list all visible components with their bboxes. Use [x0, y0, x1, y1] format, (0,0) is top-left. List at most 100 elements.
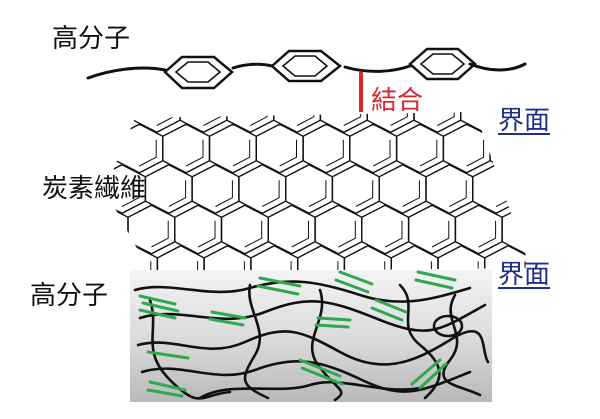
lattice-double-bond	[274, 261, 292, 272]
fiber-segment	[138, 294, 177, 306]
fiber-segment	[141, 301, 180, 313]
lattice-double-bond	[197, 220, 216, 248]
lattice-double-bond	[105, 139, 110, 167]
lattice-double-bond	[262, 180, 280, 207]
lattice-double-bond	[279, 139, 297, 167]
lattice-double-bond	[185, 139, 204, 167]
lattice-double-bond	[127, 59, 144, 85]
lattice-hexagon	[390, 244, 439, 272]
lattice-hexagon	[156, 244, 205, 272]
lattice-double-bond	[338, 220, 356, 248]
lattice-hexagon	[518, 163, 530, 215]
lattice-double-bond	[507, 261, 526, 272]
benzene-ring-3	[408, 47, 477, 81]
polymer-chain-strand	[148, 298, 232, 400]
lattice-double-bond	[414, 261, 432, 272]
fiber-segment	[338, 270, 374, 286]
lattice-double-bond	[520, 342, 537, 368]
lattice-double-bond	[232, 139, 251, 167]
lattice-double-bond	[495, 180, 514, 207]
lattice-double-bond	[372, 139, 391, 167]
polymer-chain-strand	[136, 330, 490, 366]
fiber-segment	[418, 362, 448, 390]
fiber-segment	[334, 278, 370, 294]
fiber-segment	[314, 323, 350, 329]
lattice-double-bond	[543, 180, 560, 206]
polymer-chain-strand	[310, 288, 343, 402]
polymer-loop	[432, 314, 464, 338]
lattice-double-bond	[63, 99, 80, 125]
fiber-segment	[374, 298, 408, 314]
lattice-double-bond	[466, 139, 485, 167]
lattice-hexagon	[561, 286, 600, 335]
lattice-double-bond	[550, 383, 567, 409]
carbon-fiber-label: 炭素繊維	[42, 174, 147, 204]
polymer-chain-strand	[398, 283, 441, 400]
fiber-segment	[208, 317, 245, 327]
lattice-double-bond	[525, 220, 530, 248]
polymer-bottom-label: 高分子	[30, 281, 109, 311]
fiber-segment	[410, 358, 442, 386]
lattice-double-bond	[596, 383, 600, 409]
lattice-double-bond	[109, 112, 128, 126]
lattice-hexagon	[437, 244, 486, 272]
fiber-segment	[370, 306, 404, 322]
polymer-chain-strand	[133, 280, 472, 303]
lattice-double-bond	[296, 112, 315, 126]
lattice-double-bond	[567, 342, 584, 368]
lattice-double-bond	[244, 220, 263, 248]
lattice-double-bond	[320, 261, 339, 272]
lattice-double-bond	[326, 139, 344, 167]
interface-top-label: 界面	[498, 106, 551, 136]
short-fiber-segments	[138, 270, 457, 398]
lattice-hexagon	[203, 244, 252, 272]
fiber-segment	[414, 278, 454, 290]
lattice-double-bond	[291, 220, 309, 248]
lattice-double-bond	[250, 112, 268, 126]
polymer-chain-strand	[138, 299, 487, 332]
lattice-double-bond	[215, 180, 233, 207]
lattice-double-bond	[203, 112, 221, 126]
lattice-double-bond	[548, 59, 565, 85]
lattice-double-bond	[139, 139, 157, 167]
lattice-double-bond	[151, 220, 169, 248]
fiber-segment	[416, 270, 457, 282]
fiber-segment	[146, 388, 184, 398]
lattice-double-bond	[367, 261, 386, 272]
fiber-segment	[256, 284, 300, 296]
lattice-hexagon	[525, 43, 572, 92]
interface-bottom-label: 界面	[498, 260, 551, 290]
fiber-segment	[316, 316, 352, 322]
fiber-segment	[300, 366, 344, 386]
lattice-double-bond	[343, 112, 362, 126]
benzene-ring-1	[163, 55, 234, 90]
lattice-hexagon	[105, 123, 117, 174]
polymer-chain	[86, 62, 527, 80]
lattice-double-bond	[105, 220, 122, 248]
fiber-segment	[210, 310, 247, 320]
fiber-segment	[146, 350, 190, 360]
lattice-double-bond	[390, 112, 408, 126]
fiber-segment	[298, 358, 342, 378]
lattice-double-bond	[502, 59, 519, 85]
lattice-double-bond	[538, 302, 555, 328]
lattice-hexagon	[105, 112, 135, 134]
lattice-double-bond	[431, 220, 450, 248]
lattice-double-bond	[402, 180, 420, 207]
lattice-hexagon	[544, 327, 591, 376]
benzene-ring-2	[270, 49, 343, 83]
lattice-hexagon	[573, 367, 600, 415]
lattice-double-bond	[449, 180, 467, 207]
fiber-segment	[258, 276, 302, 288]
lattice-double-bond	[384, 220, 403, 248]
lattice-hexagon	[514, 286, 561, 335]
lattice-hexagon	[497, 327, 544, 376]
lattice-hexagon	[76, 327, 123, 376]
lattice-double-bond	[156, 112, 175, 126]
lattice-hexagon	[484, 244, 530, 272]
lattice-double-bond	[419, 139, 438, 167]
lattice-hexagon	[297, 244, 346, 272]
lattice-double-bond	[572, 221, 589, 247]
lattice-double-bond	[308, 180, 327, 207]
